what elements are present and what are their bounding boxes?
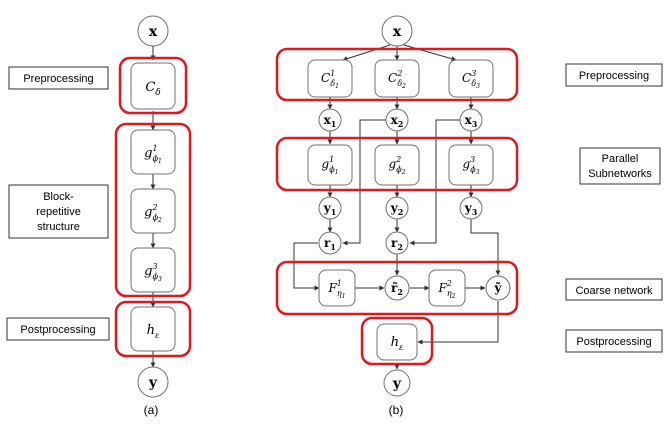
coarse-f2 bbox=[428, 269, 466, 307]
label-box-preprocessing-a bbox=[8, 66, 109, 90]
node-r2-tilde-label: r̃2 bbox=[391, 281, 403, 297]
label-postprocessing-b: Postprocessing bbox=[576, 336, 651, 348]
input-x-label-b: x bbox=[393, 24, 402, 40]
node-r2-tilde bbox=[384, 275, 410, 301]
highlight-preprocessing-a bbox=[118, 56, 188, 115]
highlight-coarse-network bbox=[275, 260, 519, 316]
label-postprocessing-a: Postprocessing bbox=[20, 324, 95, 336]
label-block-line1: Block- bbox=[43, 191, 74, 203]
preprocess-block-c2 bbox=[374, 59, 420, 98]
node-r2-label: r2 bbox=[391, 236, 403, 252]
node-y-tilde-label: ỹ bbox=[494, 281, 503, 295]
node-x3-label: x3 bbox=[465, 113, 478, 129]
postprocess-label-b: hε bbox=[391, 335, 404, 352]
label-block-line3: structure bbox=[37, 221, 80, 233]
block-g2 bbox=[130, 188, 176, 234]
node-y1-label: y1 bbox=[323, 201, 337, 217]
highlight-block-repetitive bbox=[114, 122, 192, 298]
postprocess-block bbox=[130, 306, 176, 352]
highlight-preprocessing-b bbox=[275, 47, 519, 102]
output-node-y-b bbox=[383, 369, 411, 397]
node-y-tilde bbox=[485, 275, 511, 301]
input-node-x bbox=[137, 15, 169, 47]
node-x2 bbox=[385, 108, 409, 132]
label-box-preprocessing-b bbox=[565, 63, 663, 87]
label-box-parallel-subnetworks bbox=[579, 147, 661, 185]
arrow-y3-to-ytilde bbox=[470, 219, 501, 276]
arrow-x-to-c1 bbox=[342, 44, 391, 62]
node-x3 bbox=[459, 108, 483, 132]
node-r1 bbox=[318, 231, 342, 255]
node-x2-label: x2 bbox=[391, 113, 404, 129]
arrow-x-to-c3 bbox=[403, 44, 457, 62]
postprocess-label: hε bbox=[147, 323, 160, 340]
label-box-postprocessing-b bbox=[565, 329, 663, 353]
label-parallel-line2: Subnetworks bbox=[588, 168, 652, 180]
label-block-line2: repetitive bbox=[36, 206, 81, 218]
highlight-postprocessing-b bbox=[360, 316, 434, 366]
label-coarse-network: Coarse network bbox=[575, 285, 653, 297]
caption-a: (a) bbox=[144, 403, 159, 417]
label-box-block-repetitive bbox=[8, 184, 109, 239]
preprocess-block-c3 bbox=[448, 59, 494, 98]
subnet-g3 bbox=[448, 144, 494, 186]
node-y2 bbox=[385, 196, 409, 220]
label-preprocessing-b: Preprocessing bbox=[579, 70, 649, 82]
preprocess-label: Cδ bbox=[145, 80, 160, 98]
highlight-postprocessing-a bbox=[114, 300, 192, 358]
subnet-g2 bbox=[374, 144, 420, 186]
label-box-coarse-network bbox=[565, 278, 663, 301]
diagram-b-arrows bbox=[293, 44, 501, 370]
node-y3-label: y3 bbox=[464, 201, 478, 217]
output-y-label-b: y bbox=[392, 376, 402, 392]
block-g3 bbox=[130, 247, 176, 293]
arrow-x2-to-r1 bbox=[342, 119, 386, 246]
postprocess-block-b bbox=[376, 323, 418, 361]
label-box-postprocessing-a bbox=[6, 317, 110, 341]
node-x1 bbox=[318, 108, 342, 132]
caption-b: (b) bbox=[389, 403, 404, 417]
label-parallel-line1: Parallel bbox=[602, 153, 639, 165]
node-y3 bbox=[459, 196, 483, 220]
arrow-x3-to-r2 bbox=[409, 119, 460, 246]
preprocess-block bbox=[130, 62, 176, 110]
output-node-y bbox=[137, 366, 169, 398]
node-x1-label: x1 bbox=[324, 113, 337, 129]
preprocess-block-c1 bbox=[307, 59, 353, 98]
input-x-label: x bbox=[149, 24, 158, 40]
node-r1-label: r1 bbox=[324, 236, 336, 252]
output-y-label: y bbox=[148, 375, 158, 391]
node-y2-label: y2 bbox=[390, 201, 404, 217]
node-r2 bbox=[385, 231, 409, 255]
label-preprocessing-a: Preprocessing bbox=[23, 73, 93, 85]
arrow-r1-to-f1 bbox=[293, 242, 320, 291]
highlight-parallel-subnetworks bbox=[275, 136, 519, 192]
subnet-g1 bbox=[307, 144, 353, 186]
coarse-f1 bbox=[318, 269, 356, 307]
block-g1 bbox=[130, 129, 176, 175]
input-node-x-b bbox=[381, 15, 413, 47]
node-y1 bbox=[318, 196, 342, 220]
